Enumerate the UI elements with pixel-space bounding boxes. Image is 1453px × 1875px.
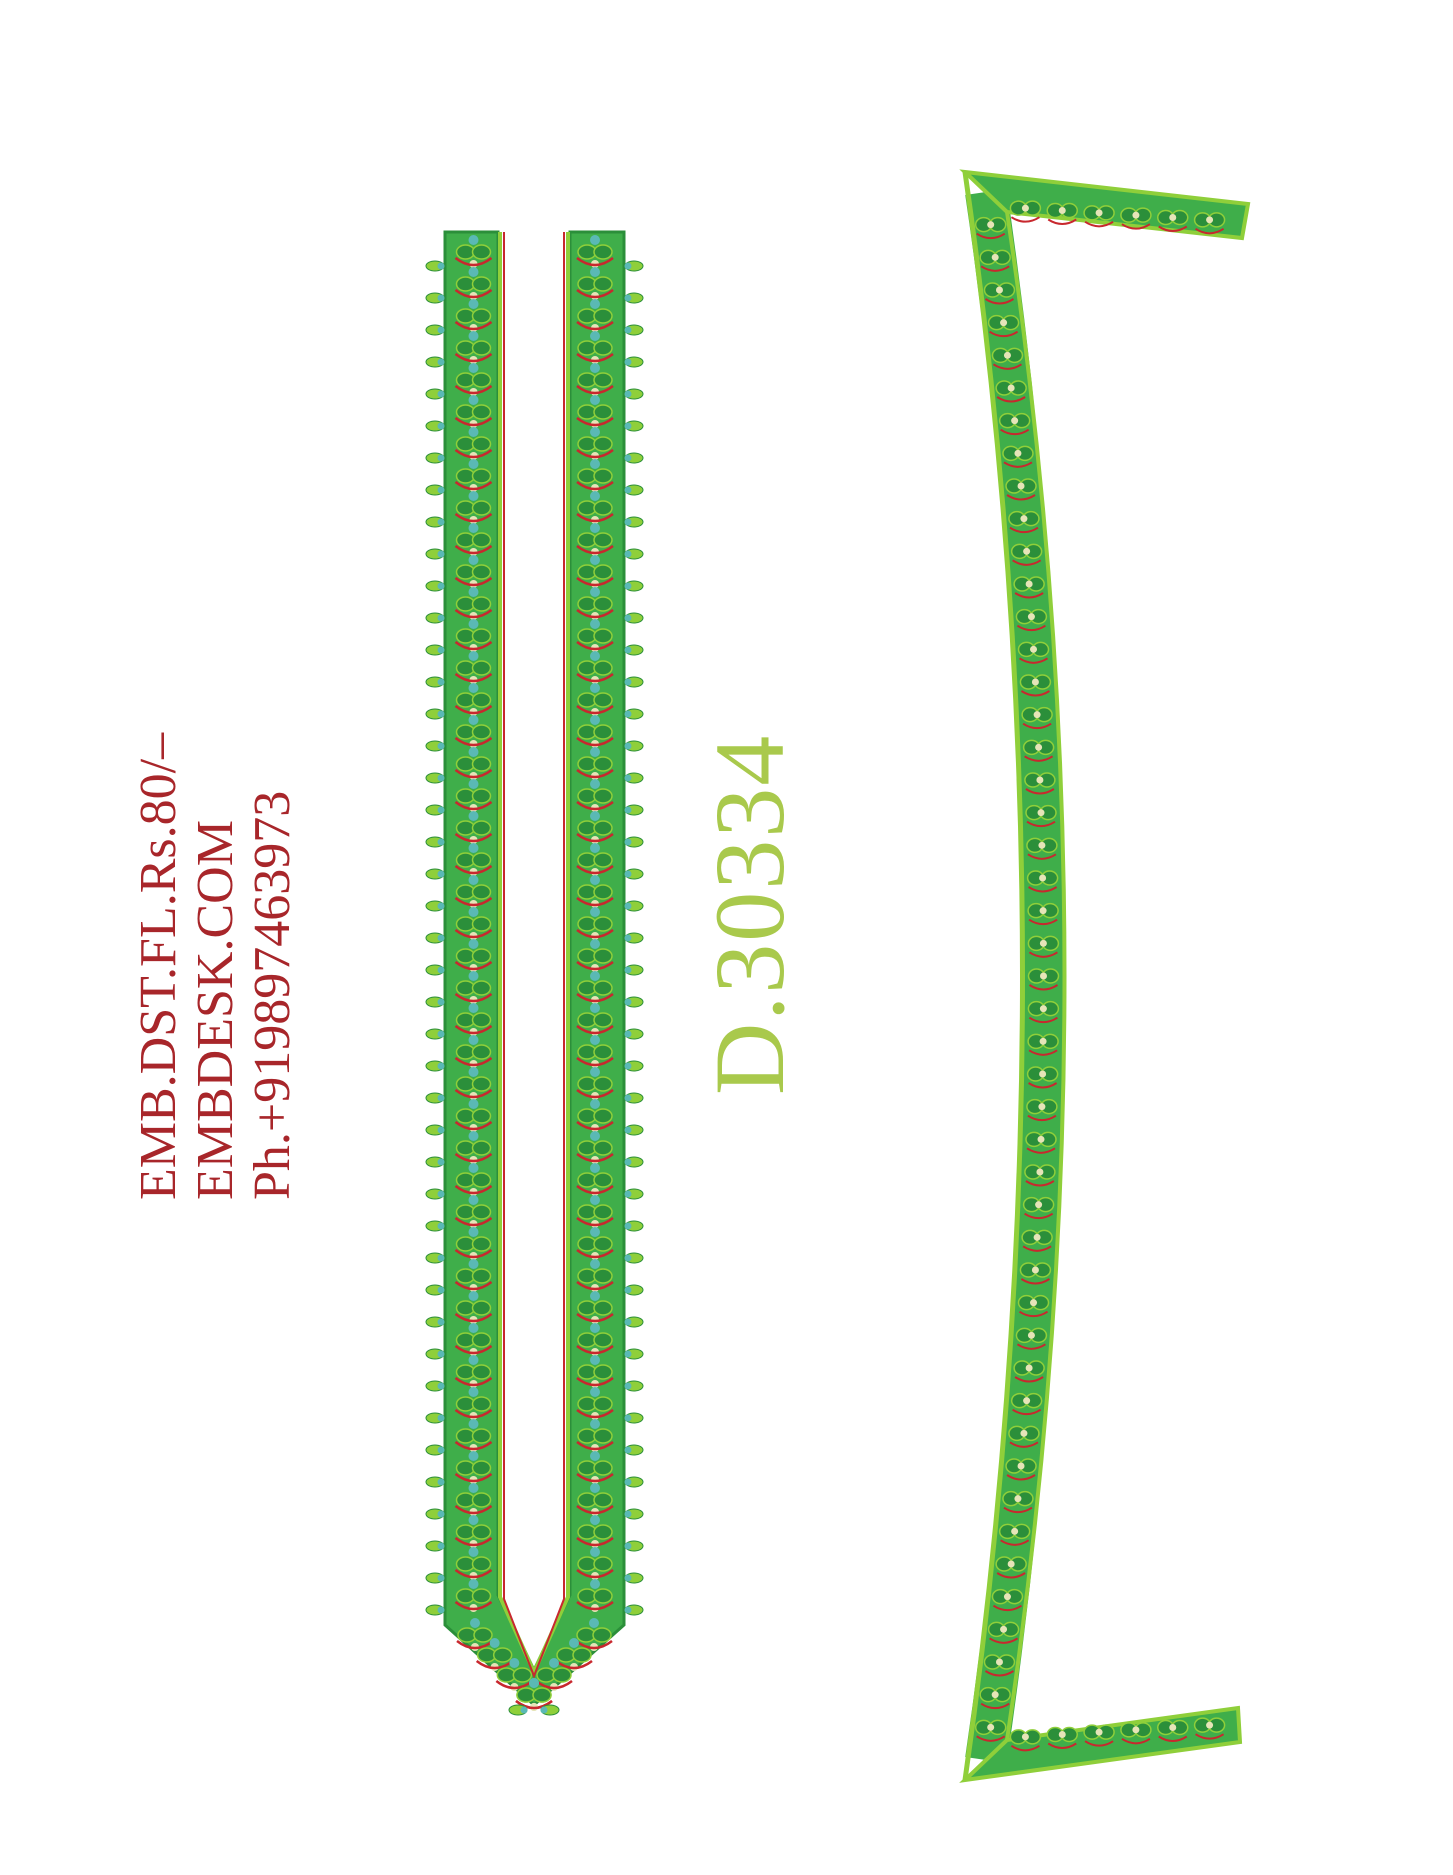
- embroidery-neckline-v-border-icon: [425, 230, 644, 1716]
- embroidery-curved-hem-border-icon: [959, 169, 1251, 1783]
- embroidery-sheet: EMB.DST.FL.Rs.80/– EMBDESK.COM Ph.+91989…: [130, 169, 1251, 1783]
